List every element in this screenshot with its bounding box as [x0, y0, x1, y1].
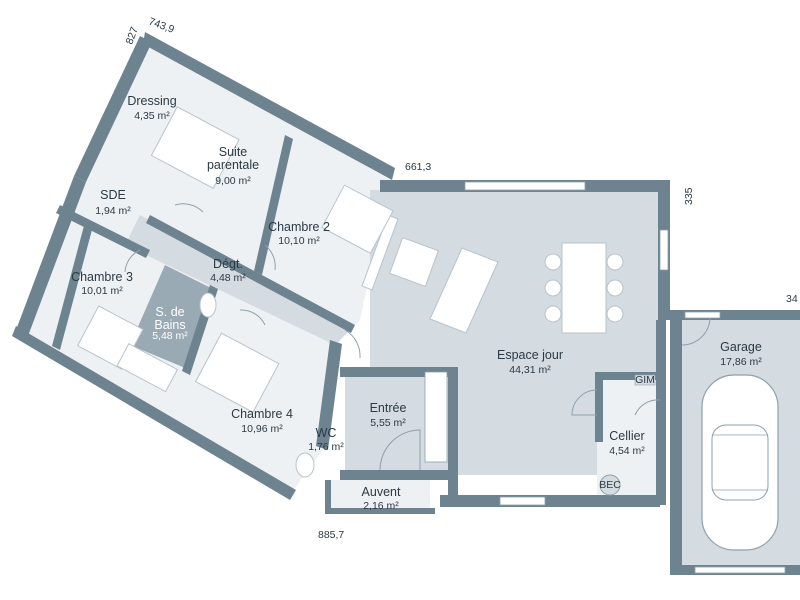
tv-unit — [361, 214, 399, 291]
meter-box — [634, 374, 656, 386]
dimension-bottom: 885,7 — [318, 529, 344, 541]
wc-area: 1,76 m² — [308, 441, 344, 453]
auvent-name: Auvent — [362, 485, 401, 499]
sdb-name-2: Bains — [154, 318, 185, 332]
door-living — [344, 329, 361, 359]
dimension-right: 335 — [683, 187, 695, 205]
wall-entree-top — [340, 367, 458, 377]
wall-wing-right-lower — [316, 340, 342, 450]
toilet-sdb — [199, 292, 217, 318]
wall-auvent-bottom — [325, 508, 435, 514]
chambre4-area: 10,96 m² — [241, 423, 283, 435]
sde-name: SDE — [100, 188, 126, 202]
garage-name: Garage — [720, 340, 762, 354]
window-garage-bottom — [694, 566, 786, 574]
wall-garage-left — [670, 310, 682, 575]
window-garage-top — [684, 311, 721, 319]
armchair — [389, 237, 439, 287]
dressing-area: 4,35 m² — [134, 110, 170, 122]
dimension-garage-edge: 34 — [786, 293, 798, 305]
toilet-wc — [295, 452, 315, 478]
suite-name-1: Suite — [219, 145, 248, 159]
boiler-tag: BEC — [599, 479, 621, 491]
meter-tag: GIM — [635, 374, 655, 386]
wall-entree-bottom — [340, 470, 450, 480]
garage-area: 17,86 m² — [720, 356, 762, 368]
auvent-area: 2,16 m² — [363, 500, 399, 512]
wall-bottom-wing — [12, 326, 296, 500]
wall-corridor-top — [146, 215, 355, 333]
corridor-floor — [125, 215, 350, 345]
wall-living-inner-left — [448, 370, 458, 500]
wall-cellier-left — [595, 372, 603, 442]
auvent-floor — [330, 480, 430, 510]
sdb-area: 5,48 m² — [152, 330, 188, 342]
window-living-bottom — [499, 496, 546, 506]
suite-name-2: parentale — [207, 158, 259, 172]
door-chambre2 — [264, 244, 276, 271]
door-entree — [379, 429, 421, 471]
dimension-mid: 661,3 — [405, 161, 431, 173]
chambre4-name: Chambre 4 — [231, 407, 293, 421]
degt-name: Dégt. — [213, 257, 243, 271]
dressing-name: Dressing — [127, 94, 176, 108]
wall-cellier-top — [597, 372, 661, 380]
wall-chambre3-divider — [52, 222, 93, 350]
sde-area: 1,94 m² — [95, 205, 131, 217]
door-garage — [681, 317, 711, 346]
wall-left-wing-upper — [74, 36, 152, 182]
wall-chambre2-left — [254, 135, 293, 275]
suite-area: 9,00 m² — [215, 175, 251, 187]
boiler-icon — [599, 474, 621, 496]
window-living-right — [659, 229, 669, 271]
dimension-top-b: 827 — [124, 25, 141, 46]
wall-garage-top — [672, 310, 800, 320]
door-chambre3 — [124, 249, 141, 273]
dimension-top-a: 743,9 — [147, 16, 176, 36]
door-suite — [174, 203, 204, 213]
bed-suite — [150, 106, 240, 189]
cellier-name: Cellier — [609, 429, 644, 443]
dining-table — [561, 242, 607, 334]
bathtub — [116, 343, 179, 393]
chambre2-name: Chambre 2 — [268, 220, 330, 234]
entree-area: 5,55 m² — [370, 417, 406, 429]
degt-area: 4,48 m² — [210, 272, 246, 284]
window-entree — [424, 371, 448, 463]
espace-area: 44,31 m² — [509, 364, 551, 376]
espace-name: Espace jour — [497, 348, 563, 362]
bed-chambre4 — [194, 332, 280, 413]
door-chambre4 — [239, 309, 266, 326]
wall-auvent-left — [325, 480, 331, 514]
door-cellier — [571, 389, 598, 416]
entree-name: Entrée — [370, 401, 407, 415]
chambre2-area: 10,10 m² — [278, 235, 320, 247]
wall-sdb-divider — [56, 205, 150, 258]
cellier-area: 4,54 m² — [609, 445, 645, 457]
bed-chambre2 — [321, 184, 394, 255]
wc-name: WC — [316, 426, 337, 440]
wall-cellier-right — [656, 320, 666, 505]
sofa — [429, 247, 499, 334]
wall-top-wing — [143, 32, 395, 180]
sdb-name-1: S. de — [155, 305, 184, 319]
car-icon — [701, 374, 779, 551]
door-cellier-garage — [634, 399, 661, 416]
wall-living-bottom — [440, 495, 660, 507]
window-living-top — [464, 181, 586, 191]
chambre3-name: Chambre 3 — [71, 270, 133, 284]
chambre3-area: 10,01 m² — [81, 285, 123, 297]
